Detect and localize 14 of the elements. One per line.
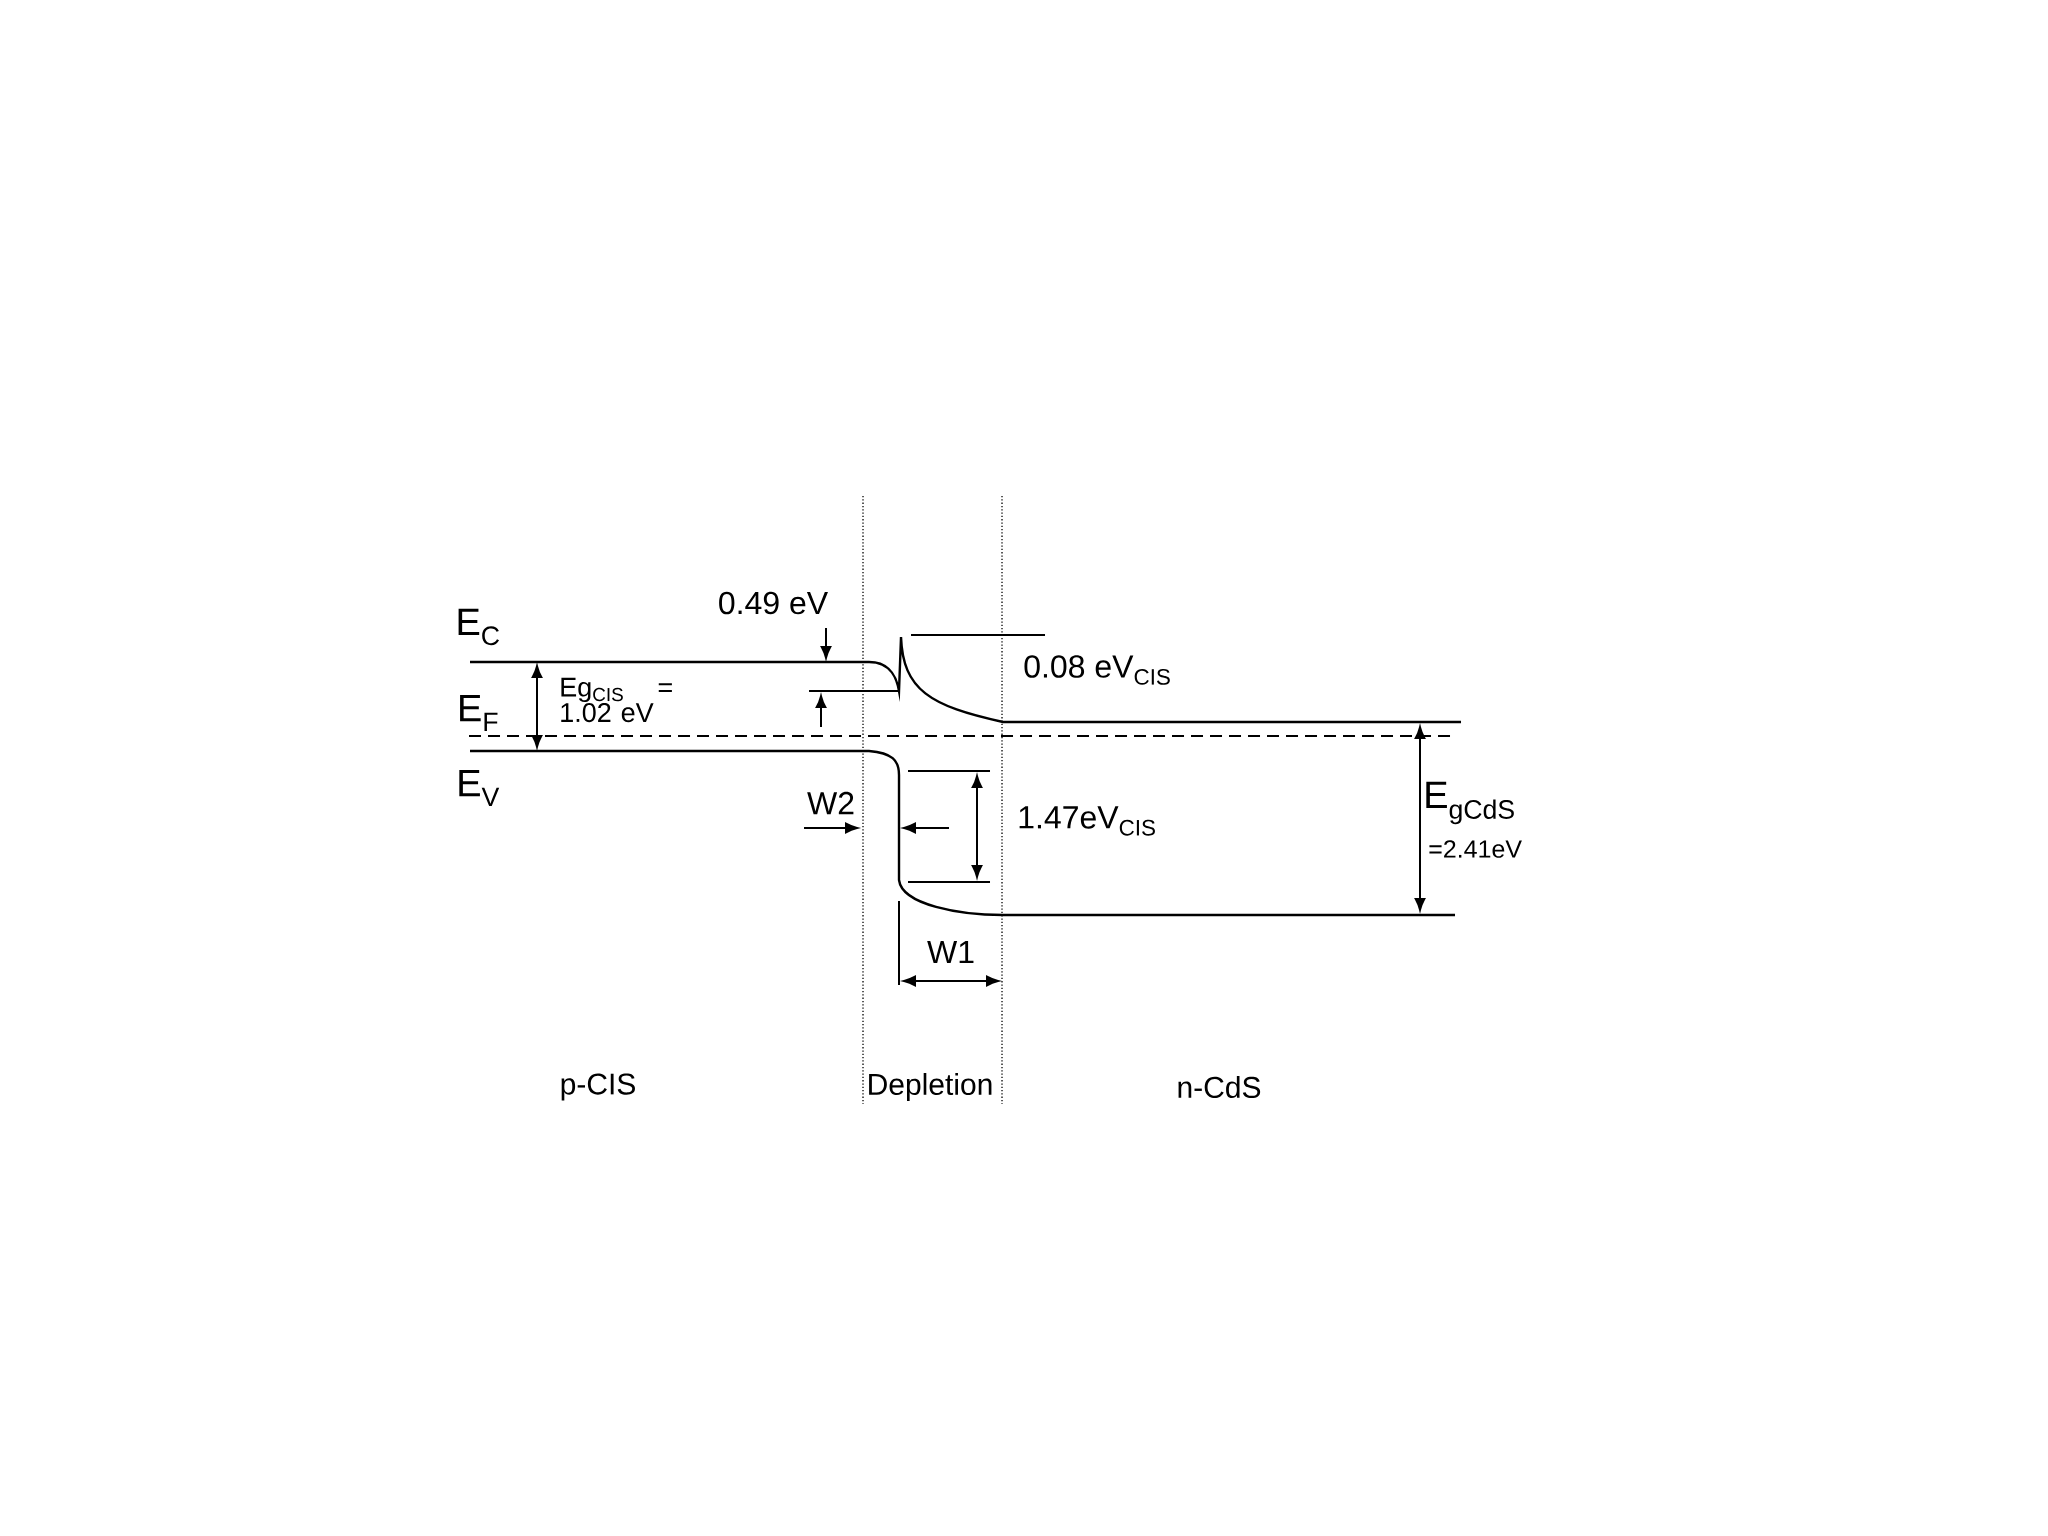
- energy-label: Eg$_{CIS}$ = 1.02 eV: [561, 677, 672, 723]
- energy-label: E$_{gCdS}$: [1426, 781, 1514, 825]
- region-label: p-CIS: [561, 1073, 635, 1101]
- region-label: n-CdS: [1178, 1076, 1261, 1098]
- energy-label: 1.47eV$_{CIS}$: [1019, 806, 1155, 836]
- energy-label: 0.08 eV$_{CIS}$: [1024, 655, 1170, 685]
- band-label: E$_{V}$: [459, 770, 500, 806]
- width-label: W1: [927, 941, 974, 963]
- width-label: W2: [807, 791, 854, 815]
- energy-label: 0.49 eV: [719, 591, 828, 615]
- energy-label: =2.41eV: [1429, 840, 1522, 858]
- band-label: E$_{F}$: [460, 695, 498, 731]
- band-label: E$_{C}$: [458, 608, 499, 646]
- region-label: Depletion: [869, 1073, 992, 1101]
